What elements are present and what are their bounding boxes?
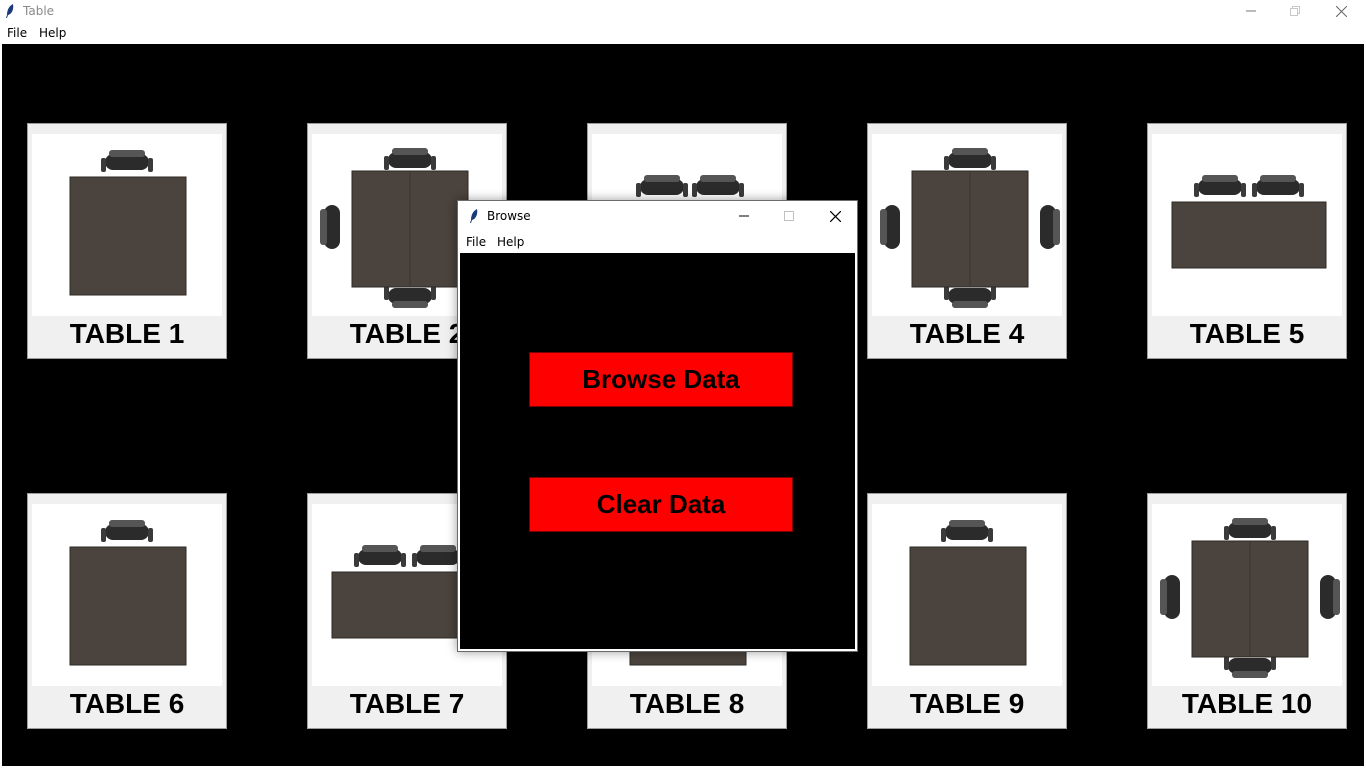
dialog-menu-help[interactable]: Help [497, 235, 525, 249]
dialog-close-button[interactable] [812, 201, 858, 231]
feather-icon [6, 4, 14, 18]
minimize-icon [1246, 10, 1256, 12]
minimize-icon [739, 215, 749, 217]
table-card-4[interactable]: TABLE 4 [867, 123, 1067, 359]
main-titlebar: Table [0, 0, 1366, 22]
table-label: TABLE 1 [69, 318, 185, 349]
close-icon [1335, 5, 1347, 17]
table-label: TABLE 4 [909, 318, 1025, 349]
browse-dialog: Browse File Help Browse Data Clear Data [457, 200, 858, 652]
maximize-button[interactable] [1272, 0, 1318, 22]
menu-help[interactable]: Help [39, 26, 67, 40]
table-image [1152, 504, 1342, 686]
table-label: TABLE 7 [349, 688, 465, 719]
maximize-icon [784, 211, 794, 221]
table-icon [69, 520, 187, 666]
table-icon [909, 520, 1027, 666]
restore-icon [1290, 6, 1300, 16]
table-card-6[interactable]: TABLE 6 [27, 493, 227, 729]
dialog-menu-file[interactable]: File [466, 235, 487, 249]
minimize-button[interactable] [1228, 0, 1274, 22]
close-icon [829, 210, 841, 222]
close-button[interactable] [1318, 0, 1364, 22]
dialog-body: Browse Data Clear Data [460, 253, 855, 649]
table-image [32, 134, 222, 316]
table-card-5[interactable]: TABLE 5 [1147, 123, 1347, 359]
table-image [872, 134, 1062, 316]
table-icon [880, 148, 1060, 308]
dialog-titlebar: Browse [458, 201, 857, 231]
table-image [32, 504, 222, 686]
table-card-1[interactable]: TABLE 1 [27, 123, 227, 359]
table-image [872, 504, 1062, 686]
table-icon [1171, 175, 1327, 269]
main-menubar: File Help [0, 22, 1366, 42]
feather-icon [470, 209, 478, 223]
dialog-title: Browse [487, 209, 531, 223]
table-label: TABLE 6 [69, 688, 185, 719]
table-icon [69, 150, 187, 296]
clear-data-button[interactable]: Clear Data [529, 477, 793, 532]
table-card-10[interactable]: TABLE 10 [1147, 493, 1347, 729]
table-canvas: TABLE 1 TABLE 2 [2, 44, 1364, 766]
table-label: TABLE 2 [349, 318, 465, 349]
table-label: TABLE 5 [1189, 318, 1305, 349]
table-label: TABLE 9 [909, 688, 1025, 719]
table-label: TABLE 8 [629, 688, 745, 719]
dialog-maximize-button[interactable] [766, 201, 812, 231]
dialog-minimize-button[interactable] [721, 201, 767, 231]
browse-data-button[interactable]: Browse Data [529, 352, 793, 407]
table-image [1152, 134, 1342, 316]
menu-file[interactable]: File [7, 26, 28, 40]
table-label: TABLE 10 [1181, 688, 1313, 719]
dialog-menubar: File Help [458, 231, 857, 251]
table-icon [1160, 518, 1340, 678]
window-title: Table [23, 4, 55, 18]
table-card-9[interactable]: TABLE 9 [867, 493, 1067, 729]
